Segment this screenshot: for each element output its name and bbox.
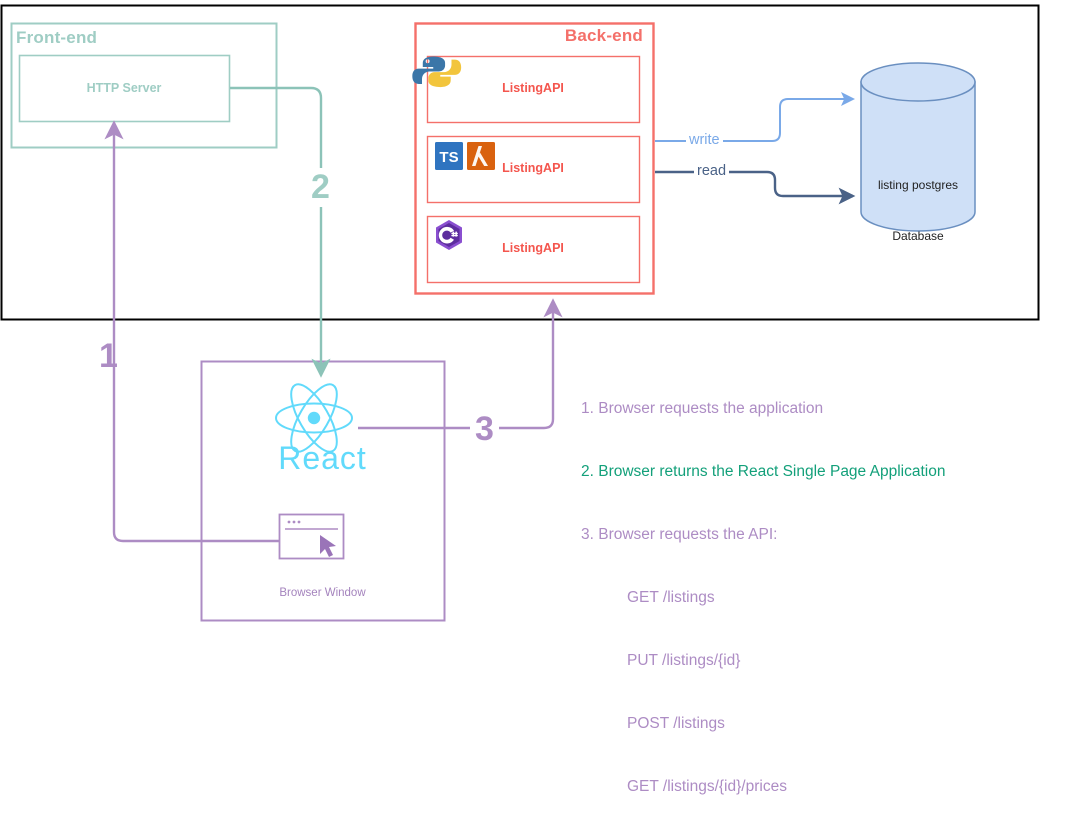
diagram-canvas: TS Front-end HTTP Server Back-end Listin…: [0, 4, 1040, 795]
step-3-number: 3: [470, 410, 499, 449]
edge-step-2: [230, 86, 331, 378]
react-wordmark: React: [278, 440, 367, 476]
step-2-number: 2: [307, 168, 334, 207]
service-label-1: ListingAPI: [502, 81, 564, 95]
legend-item-1: 1. Browser requests the application: [581, 400, 824, 417]
edge-write: [655, 92, 855, 142]
browser-window-label: Browser Window: [279, 587, 366, 599]
legend-endpoint-3: POST /listings: [627, 715, 725, 732]
edge-step-1: [104, 120, 279, 543]
database-label-line2: Database: [892, 229, 944, 243]
legend-endpoint-1: GET /listings: [627, 589, 715, 606]
legend-endpoint-4: GET /listings/{id}/prices: [627, 778, 787, 795]
legend-endpoint-2: PUT /listings/{id}: [627, 652, 741, 669]
backend-title: Back-end: [564, 26, 643, 45]
frontend-title: Front-end: [16, 28, 98, 47]
database-label: listing postgres Database: [861, 143, 975, 279]
service-label-2: ListingAPI: [502, 161, 564, 175]
edge-write-label: write: [686, 132, 723, 148]
service-label-3: ListingAPI: [502, 241, 564, 255]
legend: 1. Browser requests the application 2. B…: [581, 359, 945, 836]
database-label-line1: listing postgres: [877, 178, 959, 192]
edge-read-label: read: [694, 163, 730, 179]
browser-window-icon: [278, 513, 345, 560]
legend-item-2: 2. Browser returns the React Single Page…: [581, 463, 946, 480]
edge-step-3: [358, 298, 563, 430]
step-1-number: 1: [99, 337, 118, 375]
edge-read: [655, 170, 856, 205]
legend-item-3: 3. Browser requests the API:: [581, 526, 778, 543]
client-group-box: [200, 360, 446, 622]
http-server-label: HTTP Server: [86, 81, 162, 95]
